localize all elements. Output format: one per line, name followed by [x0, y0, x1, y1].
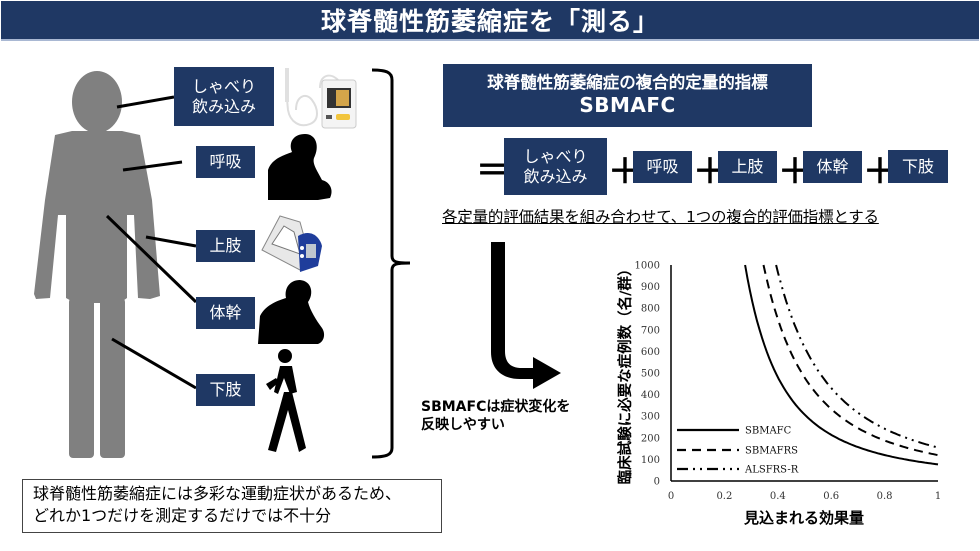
label-lower-limb: 下肢 [196, 374, 255, 406]
y-tick-label: 1000 [635, 261, 660, 272]
formula-term-trunk-text: 体幹 [816, 157, 849, 176]
tongue-pressure-meter-icon [285, 68, 357, 129]
insufficiency-note: 球脊髄性筋萎縮症には多彩な運動症状があるため、 どれか1つだけを測定するだけでは… [22, 479, 442, 533]
label-respiration-text: 呼吸 [209, 152, 242, 171]
page-header: 球脊髄性筋萎縮症を「測る」 [1, 1, 979, 41]
formula-term-respiration: 呼吸 [633, 151, 692, 183]
y-axis-ticks: 0 100 200 300 400 500 600 700 800 900 1000 [635, 261, 660, 488]
note-line1: 球脊髄性筋萎縮症には多彩な運動症状があるため、 [33, 484, 402, 503]
y-tick-label: 700 [641, 325, 660, 336]
human-silhouette-icon [34, 71, 160, 458]
x-axis-ticks: 0 0.2 0.4 0.6 0.8 1 [668, 491, 941, 502]
y-tick-label: 900 [641, 282, 660, 293]
label-trunk: 体幹 [196, 297, 255, 329]
composite-index-title: 球脊髄性筋萎縮症の複合的定量的指標 SBMAFC [443, 64, 812, 127]
sample-size-chart: 0 100 200 300 400 500 600 700 800 900 1000 0 0.2 0.4… [616, 261, 941, 528]
y-axis-label: 臨床試験に必要な症例数（名/群） [616, 262, 634, 485]
label-upper-limb: 上肢 [196, 230, 255, 262]
series-sbmafrs-line [762, 264, 939, 457]
legend-label: SBMAFRS [745, 446, 798, 457]
y-tick-label: 500 [641, 369, 660, 380]
y-tick-label: 800 [641, 304, 660, 315]
seated-person-silhouette-icon [258, 280, 325, 344]
y-tick-label: 0 [654, 477, 660, 488]
chart-curves [744, 264, 939, 466]
formula-term-speech-swallow: しゃべり 飲み込み [504, 138, 607, 195]
label-lower-limb-text: 下肢 [209, 380, 242, 399]
label-respiration: 呼吸 [196, 146, 255, 178]
formula-term-lower-limb-text: 下肢 [901, 156, 934, 176]
y-tick-label: 600 [641, 347, 660, 358]
formula-term-lower-limb: 下肢 [888, 150, 948, 183]
formula-term-speech-line2: 飲み込み [523, 166, 588, 186]
chart-legend: SBMAFC SBMAFRS ALSFRS-R [677, 426, 799, 476]
conclusion-line1: SBMAFCは症状変化を [421, 399, 571, 415]
formula-term-respiration-text: 呼吸 [646, 157, 679, 176]
formula-term-speech-line1: しゃべり [523, 146, 588, 166]
label-speech-line1: しゃべり [191, 76, 256, 96]
legend-label: SBMAFC [745, 426, 792, 437]
index-name-text: SBMAFC [579, 93, 676, 118]
label-trunk-text: 体幹 [209, 303, 242, 322]
x-tick-label: 0.6 [823, 491, 839, 502]
conclusion-line2: 反映しやすい [421, 417, 505, 433]
label-speech-swallow: しゃべり 飲み込み [174, 67, 274, 126]
x-tick-label: 0.4 [770, 491, 786, 502]
walking-person-icon [266, 349, 306, 452]
conclusion-text: SBMAFCは症状変化を 反映しやすい [421, 398, 570, 434]
x-tick-label: 0 [668, 491, 674, 502]
bent-arrow-icon [491, 242, 561, 389]
page-title: 球脊髄性筋萎縮症を「測る」 [320, 7, 659, 36]
x-tick-label: 1 [935, 491, 941, 502]
formula-term-upper-limb-text: 上肢 [731, 157, 764, 176]
legend-label: ALSFRS-R [744, 465, 799, 476]
brace-icon [371, 68, 411, 459]
series-alsfrs-r-line [775, 264, 939, 449]
x-axis-label: 見込まれる効果量 [743, 509, 864, 527]
x-tick-label: 0.2 [716, 491, 732, 502]
series-sbmafc-line [744, 264, 939, 466]
x-tick-label: 0.8 [877, 491, 893, 502]
formula-term-upper-limb: 上肢 [718, 151, 777, 183]
formula-term-trunk: 体幹 [803, 151, 862, 183]
label-upper-limb-text: 上肢 [209, 236, 242, 255]
note-line2: どれか1つだけを測定するだけでは不十分 [33, 506, 332, 525]
label-speech-line2: 飲み込み [191, 96, 256, 116]
y-tick-label: 400 [641, 390, 660, 401]
y-tick-label: 300 [641, 412, 660, 423]
grip-dynamometer-icon [261, 215, 322, 272]
breathing-person-silhouette-icon [268, 134, 332, 200]
index-title-text: 球脊髄性筋萎縮症の複合的定量的指標 [487, 72, 768, 92]
connector-lines [105, 95, 198, 390]
formula-caption: 各定量的評価結果を組み合わせて、1つの複合的評価指標とする [442, 208, 879, 226]
y-tick-label: 200 [641, 433, 660, 444]
y-tick-label: 100 [641, 455, 660, 466]
